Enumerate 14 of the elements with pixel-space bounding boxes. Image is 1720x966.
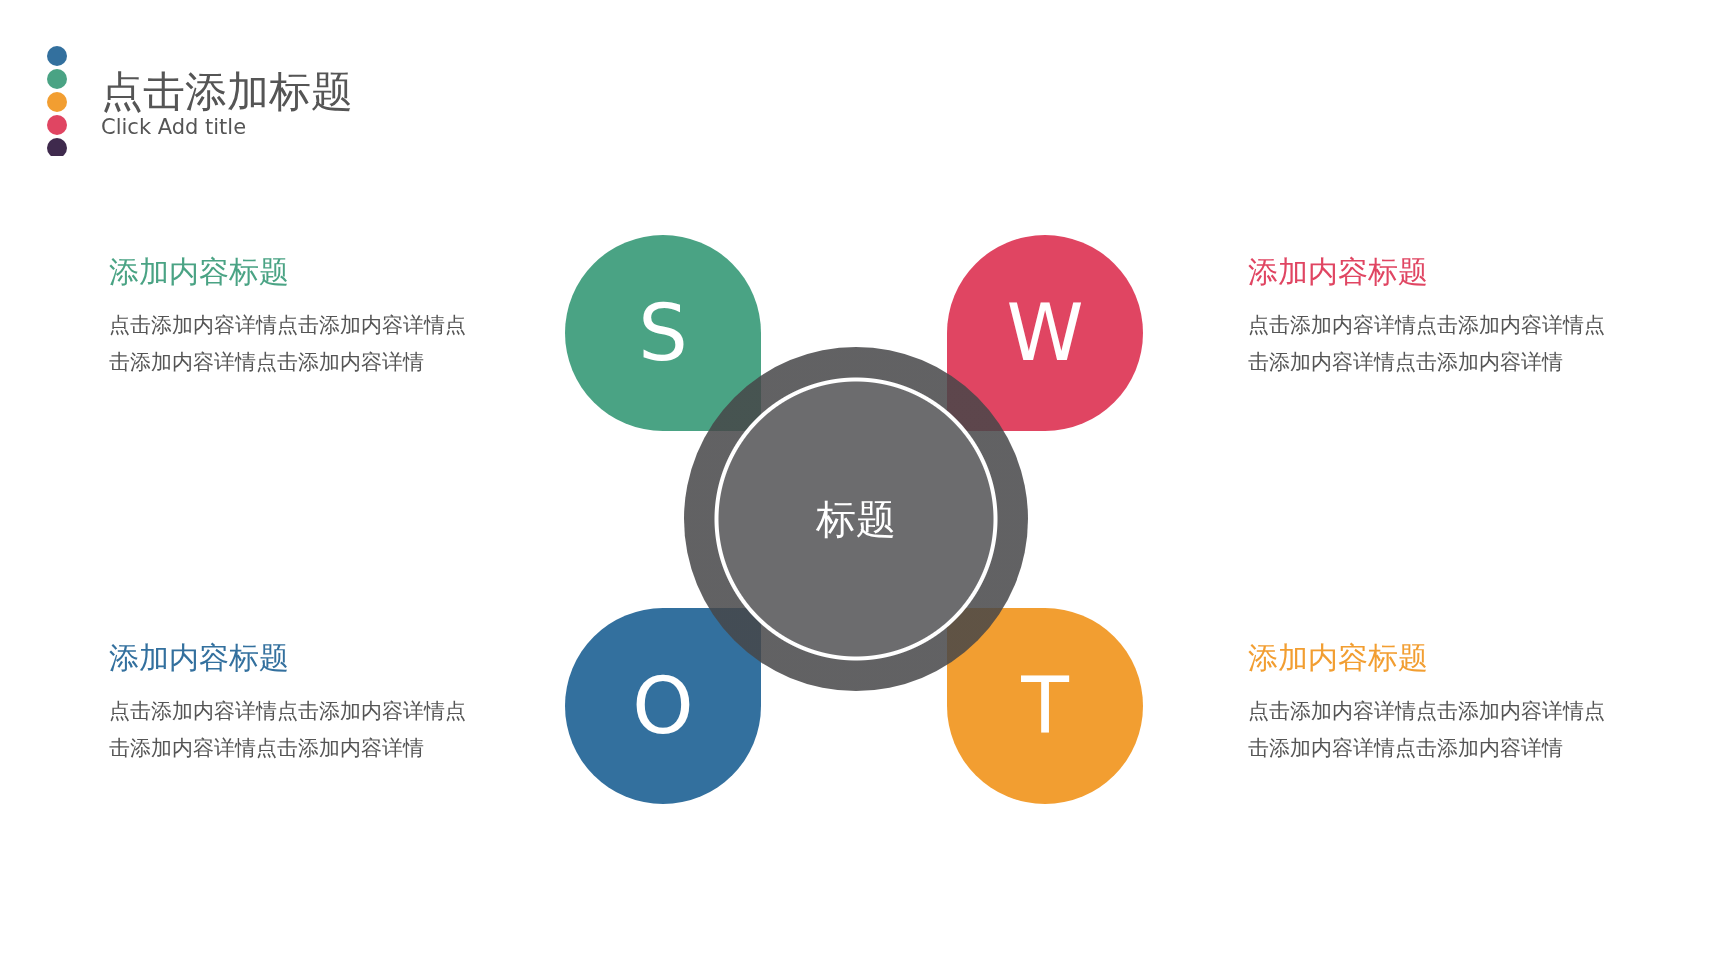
swot-petal: S <box>565 235 761 431</box>
swot-petal: W <box>947 235 1143 431</box>
slide-subtitle: Click Add title <box>101 115 247 139</box>
section-heading: 添加内容标题 <box>1248 639 1428 677</box>
slide-title: 点击添加标题 <box>101 66 353 118</box>
section-heading: 添加内容标题 <box>109 253 289 291</box>
section-description: 点击添加内容详情点击添加内容详情点击添加内容详情点击添加内容详情 <box>1248 312 1606 376</box>
section-heading: 添加内容标题 <box>1248 253 1428 291</box>
section-heading: 添加内容标题 <box>109 639 289 677</box>
swot-petal: O <box>565 608 761 804</box>
section-description: 点击添加内容详情点击添加内容详情点击添加内容详情点击添加内容详情 <box>1248 698 1606 762</box>
section-description: 点击添加内容详情点击添加内容详情点击添加内容详情点击添加内容详情 <box>109 312 467 376</box>
section-description: 点击添加内容详情点击添加内容详情点击添加内容详情点击添加内容详情 <box>109 698 467 762</box>
swot-petal: T <box>947 608 1143 804</box>
